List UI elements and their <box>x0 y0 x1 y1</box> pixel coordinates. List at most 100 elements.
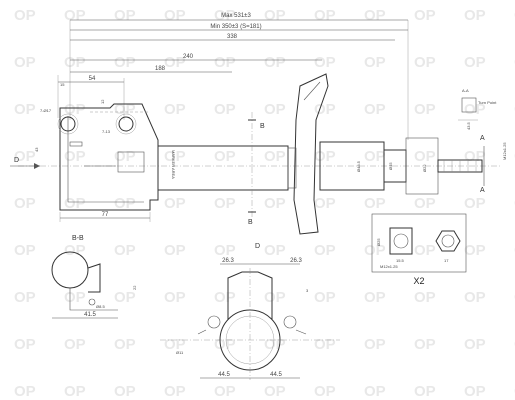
dim-43-5: 43.5 <box>466 121 471 130</box>
watermark-logo: OP <box>64 7 86 24</box>
dim-77: 77 <box>102 212 109 218</box>
watermark-logo: OP <box>414 7 436 24</box>
watermark-logo: OP <box>314 54 336 71</box>
watermark-logo: OP <box>264 195 286 212</box>
watermark-logo: OP <box>414 336 436 353</box>
max-length-label: Max 531±3 <box>221 13 251 19</box>
watermark-logo: OP <box>314 101 336 118</box>
watermark-logo: OP <box>164 54 186 71</box>
watermark-logo: OP <box>114 383 136 400</box>
dim-240: 240 <box>183 54 194 60</box>
watermark-logo: OP <box>414 242 436 259</box>
watermark-logo: OP <box>164 383 186 400</box>
marker-area-label: MARKER AREA <box>171 150 176 179</box>
nut-detail-x2: Ø25 M12x1.25 15.5 17 X2 <box>371 213 467 286</box>
main-strut-view: Max 531±3 Min 350±3 (S=181) 338 240 188 … <box>10 13 507 235</box>
section-b-b-view: B-B 41.5 Ø8.5 22 <box>51 235 137 319</box>
watermark-logo: OP <box>214 148 236 165</box>
dim-m12-nut: M12x1.25 <box>380 264 398 269</box>
watermark-logo: OP <box>164 242 186 259</box>
watermark-logo: OP <box>314 336 336 353</box>
watermark-logo: OP <box>264 336 286 353</box>
watermark-layer: OP OP OP OP OP OP OP OP OP OP OP OP OP OP OP OP OP OP OP OP… <box>14 7 515 400</box>
section-b-b-label: B-B <box>72 235 84 242</box>
watermark-logo: OP <box>214 289 236 306</box>
watermark-logo: OP <box>464 148 486 165</box>
watermark-logo: OP <box>364 195 386 212</box>
watermark-logo: OP <box>264 383 286 400</box>
watermark-logo: OP <box>14 336 36 353</box>
dim-15-5: 15.5 <box>396 258 405 263</box>
dim-44-5-right: 44.5 <box>270 372 282 378</box>
watermark-logo: OP <box>114 54 136 71</box>
watermark-logo: OP <box>414 101 436 118</box>
section-b-bottom: B <box>248 219 253 226</box>
watermark-logo: OP <box>214 54 236 71</box>
watermark-logo: OP <box>214 383 236 400</box>
view-d: D 26.3 26.3 3 Ø11 44.5 44.5 <box>160 243 340 380</box>
watermark-logo: OP <box>464 101 486 118</box>
watermark-logo: OP <box>14 54 36 71</box>
watermark-logo: OP <box>14 242 36 259</box>
watermark-logo: OP <box>114 336 136 353</box>
watermark-logo: OP <box>114 242 136 259</box>
watermark-logo: OP <box>14 383 36 400</box>
watermark-logo: OP <box>414 383 436 400</box>
view-d-marker: D <box>14 157 19 164</box>
watermark-logo: OP <box>314 242 336 259</box>
dim-12: 12 <box>100 99 105 104</box>
watermark-logo: OP <box>464 383 486 400</box>
dim-26-3a: 26.3 <box>222 258 234 264</box>
watermark-logo: OP <box>364 383 386 400</box>
watermark-logo: OP <box>164 7 186 24</box>
watermark-logo: OP <box>14 195 36 212</box>
watermark-logo: OP <box>114 148 136 165</box>
dim-d25: Ø25 <box>376 238 381 246</box>
dim-d22: Ø22 <box>422 164 427 172</box>
watermark-logo: OP <box>64 148 86 165</box>
watermark-logo: OP <box>14 101 36 118</box>
watermark-logo: OP <box>314 383 336 400</box>
watermark-logo: OP <box>114 195 136 212</box>
dim-m12: M12x1.25 <box>502 142 507 160</box>
watermark-logo: OP <box>364 242 386 259</box>
watermark-logo: OP <box>264 242 286 259</box>
watermark-logo: OP <box>14 7 36 24</box>
watermark-logo: OP <box>114 289 136 306</box>
section-a-a-label: A-A <box>462 88 469 93</box>
watermark-logo: OP <box>264 7 286 24</box>
watermark-logo: OP <box>314 289 336 306</box>
dim-43: 43 <box>34 147 39 152</box>
watermark-logo: OP <box>214 101 236 118</box>
watermark-logo: OP <box>64 289 86 306</box>
watermark-logo: OP <box>414 195 436 212</box>
watermark-logo: OP <box>64 54 86 71</box>
watermark-logo: OP <box>214 195 236 212</box>
x2-label: X2 <box>413 276 424 286</box>
watermark-logo: OP <box>14 289 36 306</box>
min-length-label: Min 350±3 (S=181) <box>210 24 261 30</box>
watermark-logo: OP <box>464 54 486 71</box>
watermark-logo: OP <box>164 195 186 212</box>
watermark-logo: OP <box>414 54 436 71</box>
section-b-top: B <box>260 123 265 130</box>
watermark-logo: OP <box>464 289 486 306</box>
watermark-logo: OP <box>214 242 236 259</box>
watermark-logo: OP <box>314 7 336 24</box>
watermark-logo: OP <box>164 101 186 118</box>
watermark-logo: OP <box>364 101 386 118</box>
watermark-logo: OP <box>364 289 386 306</box>
watermark-logo: OP <box>64 195 86 212</box>
watermark-logo: OP <box>364 148 386 165</box>
watermark-logo: OP <box>114 101 136 118</box>
watermark-logo: OP <box>114 7 136 24</box>
dim-7-13: 7-13 <box>102 129 111 134</box>
dim-338: 338 <box>227 34 238 40</box>
dim-d48-5: Ø48.5 <box>356 160 361 172</box>
view-d-label: D <box>255 243 260 250</box>
dim-17: 17 <box>444 258 449 263</box>
watermark-logo: OP <box>414 289 436 306</box>
dim-188: 188 <box>155 66 166 72</box>
dim-41-5: 41.5 <box>84 312 96 318</box>
watermark-logo: OP <box>464 195 486 212</box>
